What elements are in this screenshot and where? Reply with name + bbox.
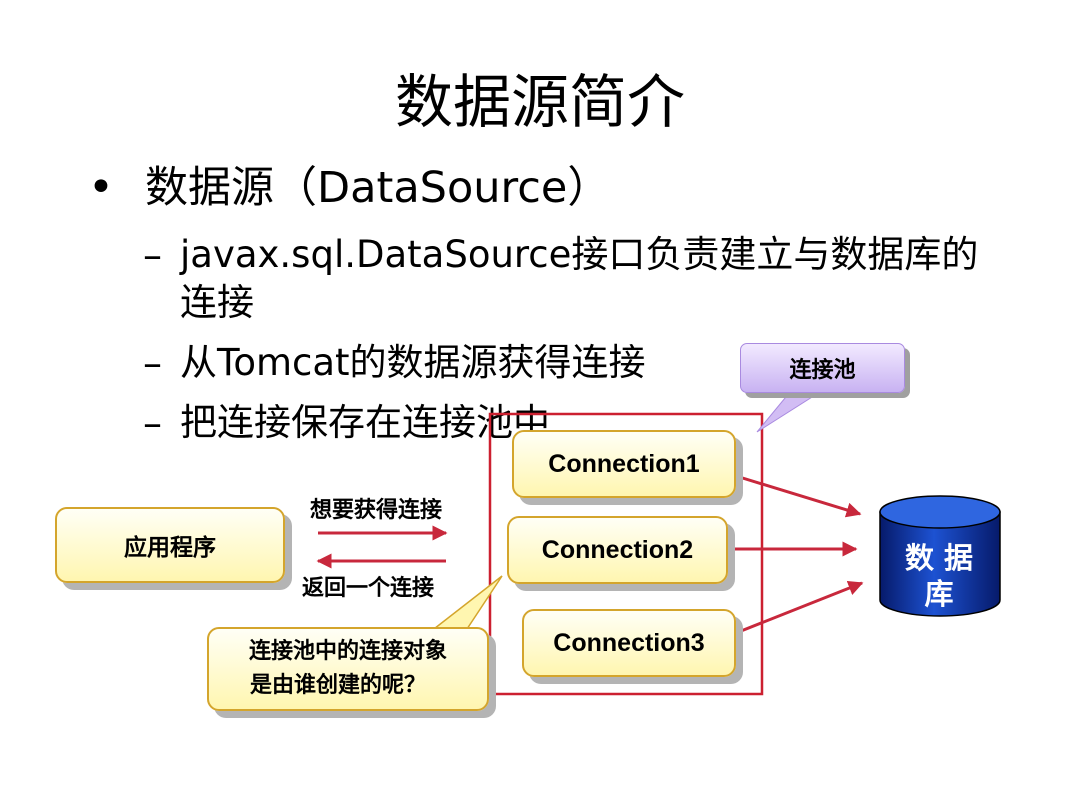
question-line1: 连接池中的连接对象	[248, 639, 447, 664]
connection-2-box: Connection2	[507, 516, 728, 584]
database-label-line1: 数 据	[904, 541, 974, 575]
subbullet-1-line2: 连接	[180, 281, 254, 324]
connection-3-box: Connection3	[522, 609, 736, 677]
question-line2: 是由谁创建的呢？	[249, 673, 426, 698]
connection-1-box: Connection1	[512, 430, 736, 498]
pool-label-pointer	[756, 391, 822, 433]
connection-pool-frame	[488, 412, 764, 696]
subbullet-1-line1: javax.sql.DataSource接口负责建立与数据库的	[180, 233, 979, 276]
application-box: 应用程序	[55, 507, 285, 583]
return-label: 返回一个连接	[302, 576, 435, 601]
subbullet-3: 把连接保存在连接池中	[180, 401, 550, 444]
slide-title: 数据源简介	[394, 68, 685, 136]
pool-label: 连接池	[740, 343, 905, 393]
bullet-text: 数据源（DataSource）	[145, 163, 611, 213]
sub-dash-1: –	[143, 233, 162, 277]
database-label-line2: 库	[924, 577, 954, 611]
bullet-symbol: •	[88, 162, 114, 213]
conn1-db-arrow	[735, 474, 862, 518]
sub-dash-3: –	[143, 401, 162, 445]
request-label: 想要获得连接	[310, 498, 443, 523]
sub-dash-2: –	[143, 341, 162, 385]
database-label: 数 据 库	[880, 540, 998, 612]
conn3-db-arrow	[735, 581, 864, 635]
subbullet-2: 从Tomcat的数据源获得连接	[180, 341, 646, 384]
question-callout: 连接池中的连接对象 是由谁创建的呢？	[207, 627, 489, 711]
database-icon	[879, 495, 1001, 617]
